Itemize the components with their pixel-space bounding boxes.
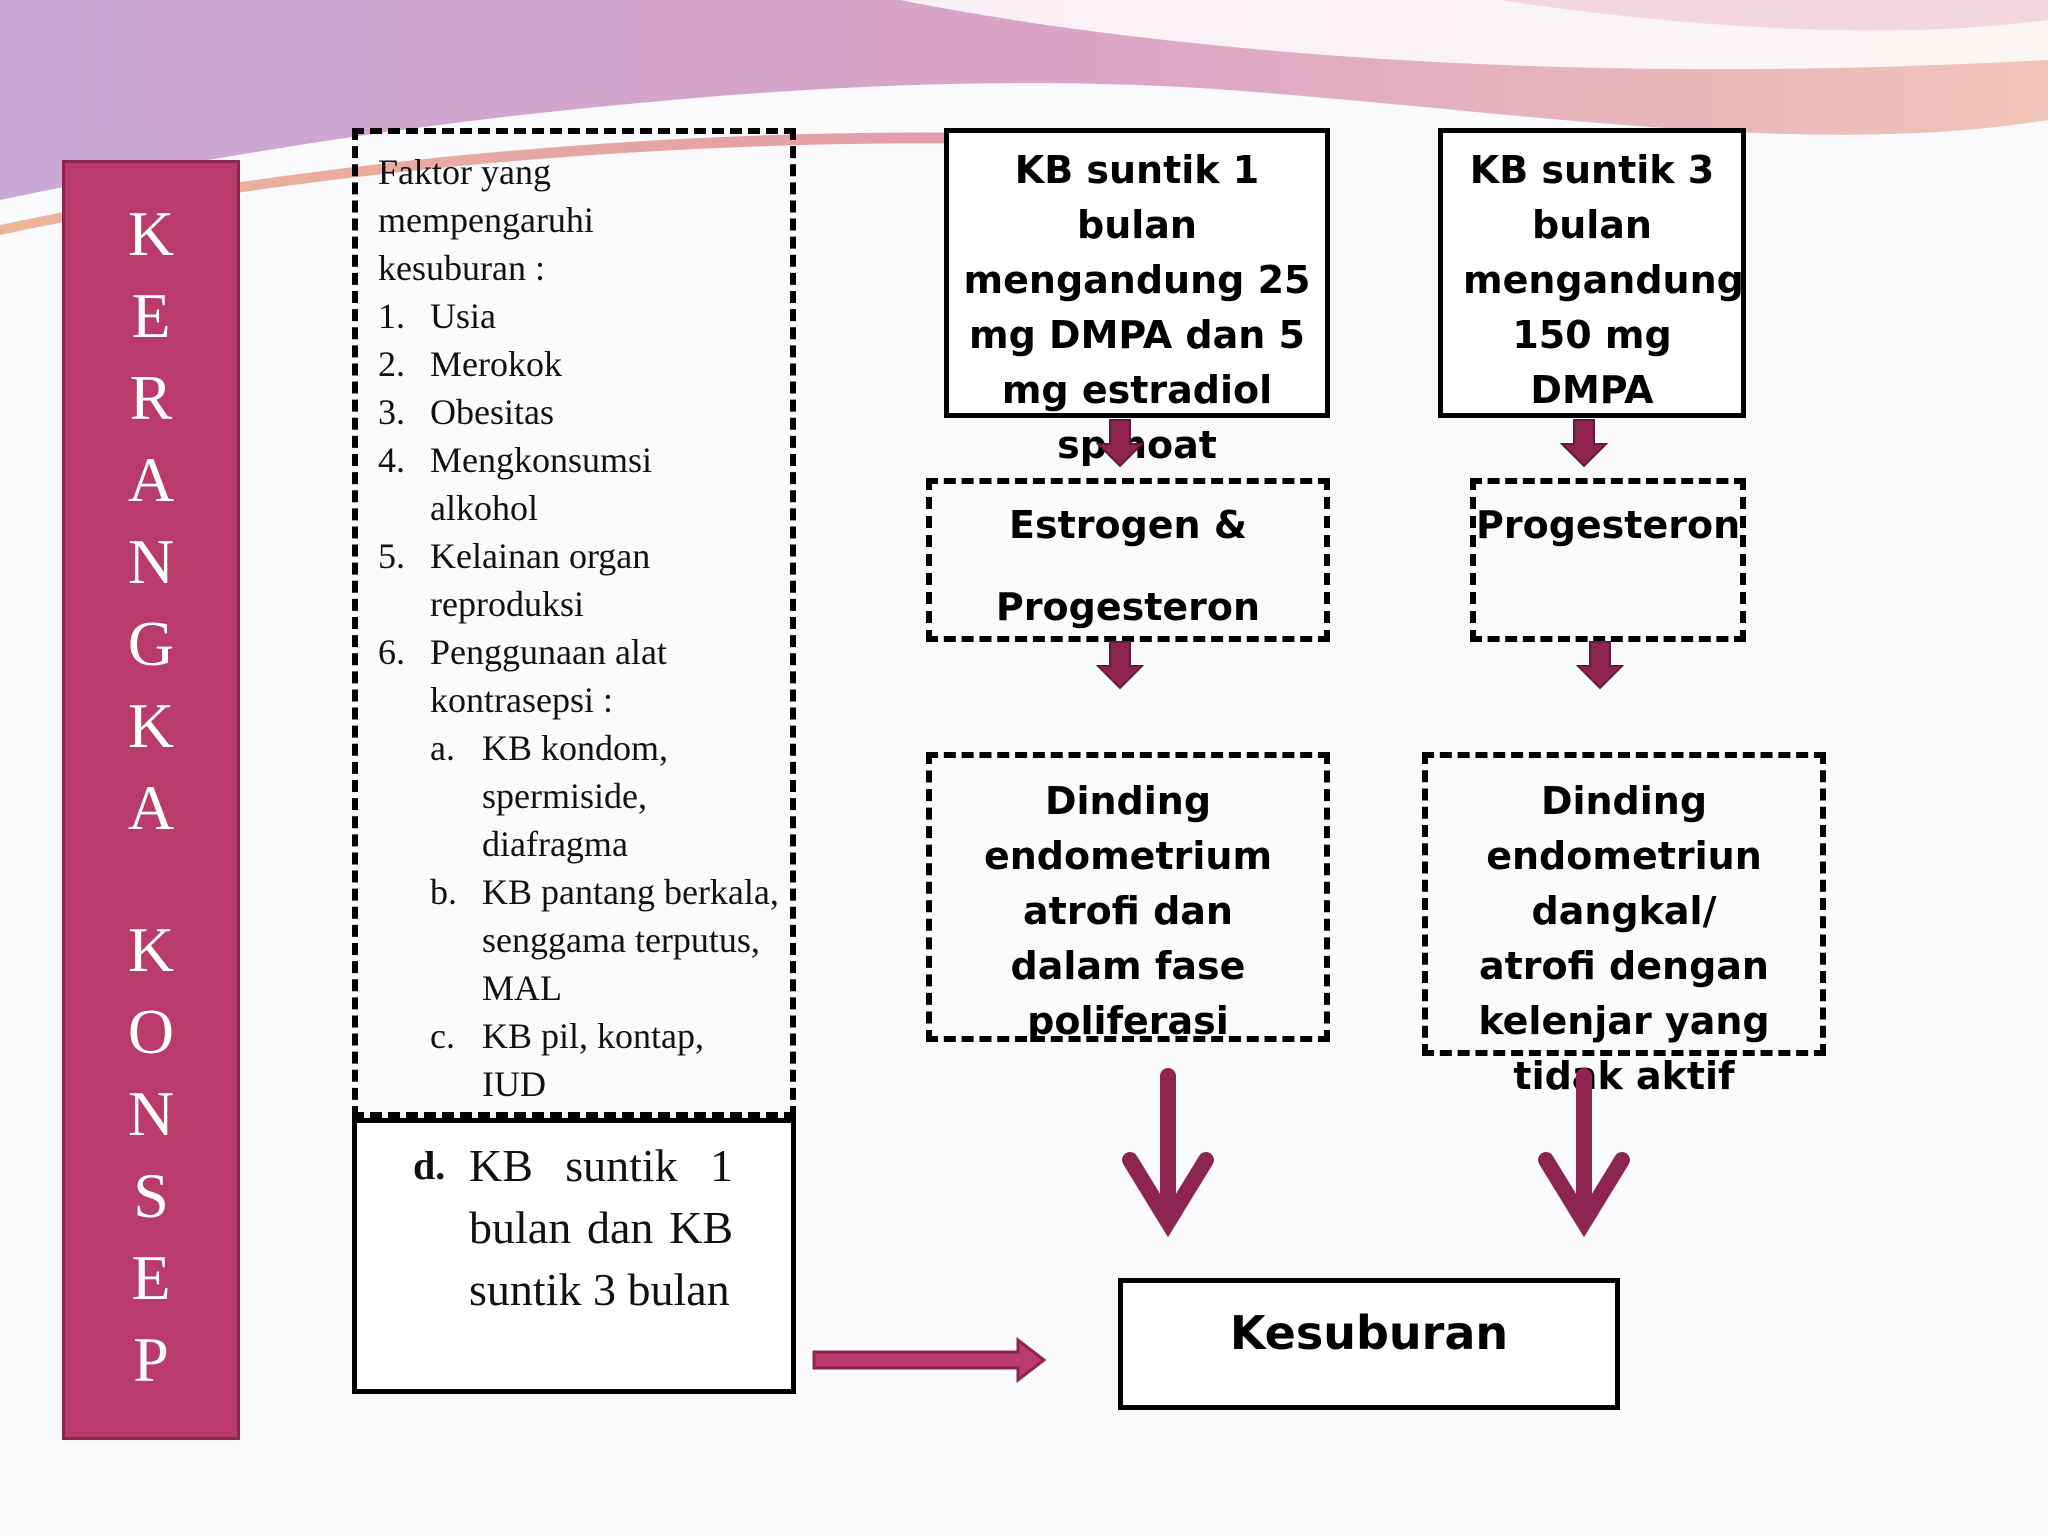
endometrium-box-1: Dinding endometrium atrofi dan dalam fas… bbox=[926, 752, 1330, 1043]
kesuburan-text: Kesuburan bbox=[1229, 1306, 1509, 1360]
sub-text: KB pantang berkala, senggama terputus, M… bbox=[482, 872, 779, 1008]
factor-item: 2. Merokok bbox=[378, 340, 780, 388]
hormone-2-text: Progesteron bbox=[1476, 503, 1741, 547]
factor-number: 6. bbox=[378, 632, 405, 672]
hormone-1-line2: Progesteron bbox=[995, 585, 1261, 629]
sub-letter: a. bbox=[430, 728, 455, 768]
d-text: KB suntik 1 bulan dan KB suntik 3 bulan bbox=[469, 1140, 733, 1315]
factors-content: Faktor yang mempengaruhi kesuburan : 1. U… bbox=[378, 148, 780, 1108]
kb-3-month-box: KB suntik 3 bulan mengandung 150 mg DMPA bbox=[1438, 128, 1746, 418]
contraception-sublist: a. KB kondom, spermiside, diafragma b. KB … bbox=[378, 724, 780, 1108]
endometrium-2-text: Dinding endometriun dangkal/ atrofi deng… bbox=[1478, 779, 1770, 1098]
sidebar-letter: E bbox=[131, 1242, 171, 1313]
sidebar-letter: G bbox=[127, 608, 175, 679]
sidebar-letter: O bbox=[127, 996, 175, 1067]
d-item: d. KB suntik 1 bulan dan KB suntik 3 bul… bbox=[413, 1135, 733, 1321]
factor-item: 1. Usia bbox=[378, 292, 780, 340]
arrow-right-icon bbox=[812, 1336, 1047, 1384]
sidebar-letter: E bbox=[131, 280, 171, 351]
arrow-down-icon bbox=[1559, 419, 1609, 468]
kb-1-month-text: KB suntik 1 bulan mengandung 25 mg DMPA … bbox=[963, 148, 1311, 467]
factor-number: 3. bbox=[378, 392, 405, 432]
factor-item: 3. Obesitas bbox=[378, 388, 780, 436]
sidebar-letter: A bbox=[127, 444, 175, 515]
kb-3-month-text: KB suntik 3 bulan mengandung 150 mg DMPA bbox=[1463, 148, 1744, 412]
sidebar-title: K E R A N G K A K O N S E P bbox=[65, 193, 237, 1401]
sub-text: KB pil, kontap, IUD bbox=[482, 1016, 704, 1104]
arrow-down-icon bbox=[1575, 641, 1625, 690]
kb-1-month-box: KB suntik 1 bulan mengandung 25 mg DMPA … bbox=[944, 128, 1330, 467]
sidebar-letter: R bbox=[129, 362, 173, 433]
endometrium-box-2: Dinding endometriun dangkal/ atrofi deng… bbox=[1422, 752, 1826, 1098]
kerangka-konsep-sidebar: K E R A N G K A K O N S E P bbox=[62, 160, 240, 1440]
sidebar-letter: K bbox=[127, 198, 175, 269]
factor-item: 4. Mengkonsumsi alkohol bbox=[378, 436, 780, 532]
sub-letter: b. bbox=[430, 872, 457, 912]
factor-text: Penggunaan alat kontrasepsi : bbox=[430, 632, 667, 720]
sub-letter: c. bbox=[430, 1016, 455, 1056]
hormone-1-line1: Estrogen & bbox=[1009, 503, 1247, 547]
sub-item: b. KB pantang berkala, senggama terputus,… bbox=[430, 868, 780, 1012]
d-letter: d. bbox=[413, 1143, 446, 1188]
arrow-down-icon bbox=[1095, 419, 1145, 468]
sidebar-letter: P bbox=[133, 1324, 169, 1395]
factor-item: 5. Kelainan organ reproduksi bbox=[378, 532, 780, 628]
factors-title: Faktor yang mempengaruhi kesuburan : bbox=[378, 152, 594, 288]
hormone-1-text: Estrogen & Progesteron bbox=[932, 484, 1324, 648]
sub-text: KB kondom, spermiside, diafragma bbox=[482, 728, 669, 864]
factor-number: 5. bbox=[378, 536, 405, 576]
endometrium-1-text: Dinding endometrium atrofi dan dalam fas… bbox=[983, 779, 1273, 1043]
factor-text: Merokok bbox=[430, 344, 562, 384]
arrow-down-icon bbox=[1095, 641, 1145, 690]
factor-text: Usia bbox=[430, 296, 496, 336]
factor-text: Obesitas bbox=[430, 392, 554, 432]
sidebar-letter: K bbox=[127, 690, 175, 761]
factor-number: 2. bbox=[378, 344, 405, 384]
factor-text: Mengkonsumsi alkohol bbox=[430, 440, 653, 528]
sidebar-letter: K bbox=[127, 914, 175, 985]
arrow-down-icon bbox=[1538, 1068, 1630, 1238]
sidebar-letter: A bbox=[127, 772, 175, 843]
hormone-box-1: Estrogen & Progesteron bbox=[926, 478, 1330, 642]
arrow-down-icon bbox=[1122, 1068, 1214, 1238]
sidebar-letter: N bbox=[127, 1078, 175, 1149]
factor-number: 4. bbox=[378, 440, 405, 480]
factor-number: 1. bbox=[378, 296, 405, 336]
factors-box: Faktor yang mempengaruhi kesuburan : 1. U… bbox=[352, 128, 796, 1118]
hormone-box-2: Progesteron bbox=[1470, 478, 1746, 642]
sidebar-letter: S bbox=[133, 1160, 169, 1231]
sub-item: c. KB pil, kontap, IUD bbox=[430, 1012, 780, 1108]
kesuburan-box: Kesuburan bbox=[1118, 1278, 1620, 1410]
factor-text: Kelainan organ reproduksi bbox=[430, 536, 651, 624]
factor-item: 6. Penggunaan alat kontrasepsi : bbox=[378, 628, 780, 724]
sidebar-letter: N bbox=[127, 526, 175, 597]
injectable-kb-box: d. KB suntik 1 bulan dan KB suntik 3 bul… bbox=[352, 1118, 796, 1394]
sub-item: a. KB kondom, spermiside, diafragma bbox=[430, 724, 780, 868]
